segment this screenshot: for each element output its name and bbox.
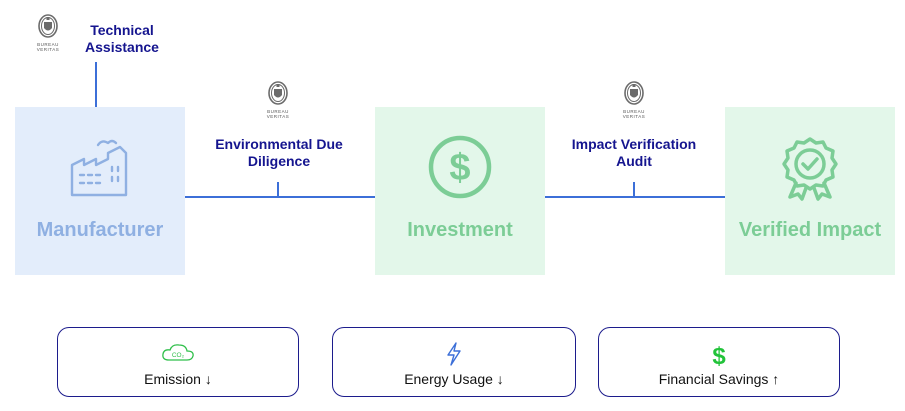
verified-impact-title: Verified Impact [738, 219, 882, 241]
logo-text-line1: BUREAU [267, 109, 289, 114]
connector-manufacturer-investment [185, 196, 375, 198]
technical-assistance-line2: Assistance [85, 39, 159, 55]
due-diligence-line2: Diligence [247, 153, 311, 169]
factory-icon [70, 139, 128, 197]
investment-title: Investment [407, 219, 513, 241]
verification-audit-line2: Audit [616, 153, 652, 169]
technical-assistance-label: Technical Assistance [78, 22, 166, 56]
verification-audit-label: Impact Verification Audit [558, 136, 710, 170]
metric-energy-usage: Energy Usage ↓ [332, 327, 576, 397]
logo-text-line2: VERITAS [622, 114, 646, 119]
logo-text-line1: BUREAU [37, 42, 59, 47]
dollar-circle-icon: $ [428, 135, 492, 199]
due-diligence-label: Environmental Due Diligence [198, 136, 360, 170]
lightning-icon [447, 342, 461, 366]
verified-impact-card: Verified Impact [725, 107, 895, 275]
svg-text:$: $ [712, 343, 726, 368]
metric-energy-usage-label: Energy Usage ↓ [404, 371, 504, 387]
connector-investment-verified [545, 196, 725, 198]
bv-logo-verification: BUREAU VERITAS [620, 80, 648, 124]
connector-verification-tick [633, 182, 635, 197]
metric-emission-label: Emission ↓ [144, 371, 212, 387]
manufacturer-card: Manufacturer [15, 107, 185, 275]
logo-text-line1: BUREAU [623, 109, 645, 114]
svg-text:CO₂: CO₂ [172, 352, 185, 359]
metric-financial-savings-label: Financial Savings ↑ [658, 371, 780, 387]
bv-logo-due-diligence: BUREAU VERITAS [264, 80, 292, 124]
investment-card: $ Investment [375, 107, 545, 275]
due-diligence-line1: Environmental Due [215, 136, 343, 152]
metric-emission: CO₂ Emission ↓ [57, 327, 299, 397]
verification-audit-line1: Impact Verification [571, 136, 697, 152]
dollar-sign-icon: $ [712, 343, 726, 368]
verified-badge-icon [782, 137, 838, 201]
technical-assistance-line1: Technical [90, 22, 154, 38]
connector-due-diligence-tick [277, 182, 279, 197]
connector-technical-vertical [95, 62, 97, 107]
bv-logo-technical: BUREAU VERITAS [34, 13, 62, 57]
logo-text-line2: VERITAS [266, 114, 290, 119]
manufacturer-title: Manufacturer [36, 219, 164, 241]
logo-text-line2: VERITAS [36, 47, 60, 52]
svg-text:$: $ [449, 147, 470, 189]
co2-cloud-icon: CO₂ [162, 344, 194, 361]
metric-financial-savings: $ Financial Savings ↑ [598, 327, 840, 397]
